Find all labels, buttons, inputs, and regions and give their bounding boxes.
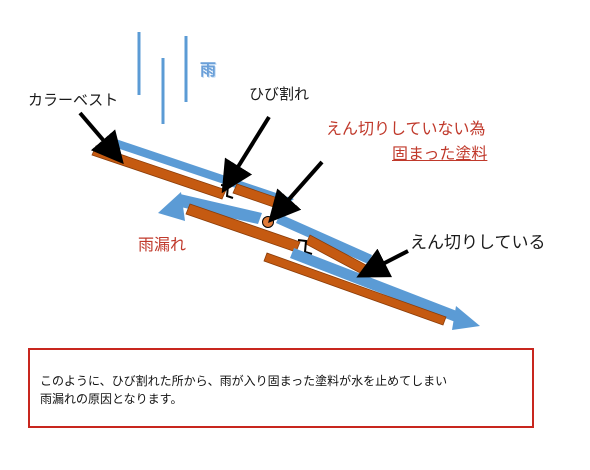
hardened-paint-dot <box>262 216 274 228</box>
arrow-colorbest <box>78 111 124 165</box>
water-flow-arrowhead <box>452 306 480 330</box>
cut-done-label: えん切りしている <box>410 233 546 253</box>
leak-water <box>158 192 262 224</box>
leak-flow <box>176 194 262 224</box>
caption-box: このように、ひび割れた所から、雨が入り固まった塗料が水を止めてしまい 雨漏れの原… <box>28 348 534 428</box>
rain-streaks <box>137 32 188 124</box>
colorbest-label: カラーベスト <box>28 91 119 109</box>
crack-mark <box>297 239 313 255</box>
hardened-paint-label: 固まった塗料 <box>392 144 488 163</box>
slate-piece <box>185 203 301 253</box>
rain-label: 雨 <box>200 60 217 79</box>
middle-slate <box>185 203 372 275</box>
leak-label: 雨漏れ <box>138 235 187 254</box>
arrow-cut-done <box>356 248 409 278</box>
caption-text: このように、ひび割れた所から、雨が入り固まった塗料が水を止めてしまい 雨漏れの原… <box>40 374 448 406</box>
leak-flow-arrowhead <box>158 192 185 221</box>
water-film <box>276 214 372 264</box>
lower-slate <box>263 248 480 330</box>
pointer-arrows <box>78 111 409 278</box>
arrow-crack <box>221 115 271 194</box>
slate-piece <box>263 252 447 326</box>
water-flow <box>290 248 462 323</box>
no-cut-label: えん切りしていない為 <box>326 119 486 138</box>
arrow-hardened-paint <box>268 160 324 223</box>
crack-label: ひび割れ <box>249 85 310 103</box>
